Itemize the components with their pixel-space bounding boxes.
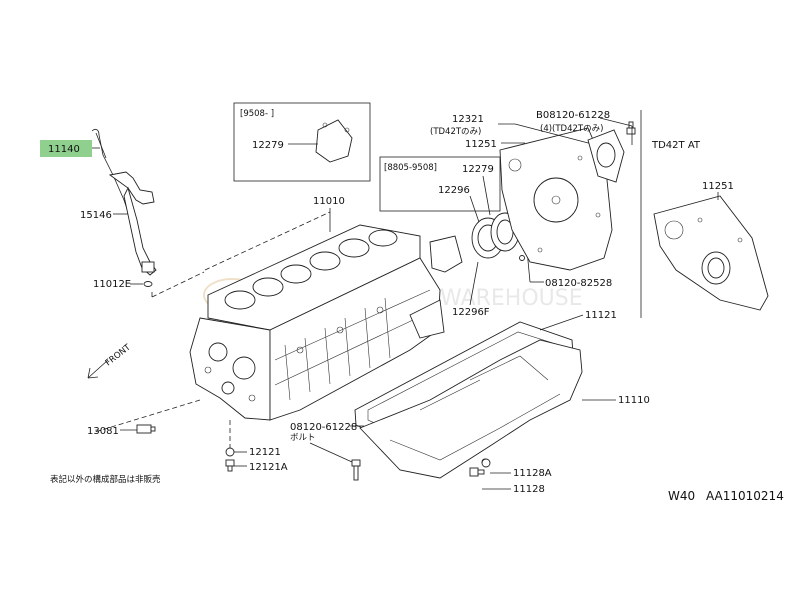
diagram-code: AA11010214 xyxy=(706,489,784,503)
not-sold-note: 表記以外の構成部品は非販売 xyxy=(50,474,161,485)
label-11121[interactable]: 11121 xyxy=(585,310,617,321)
label-12296[interactable]: 12296 xyxy=(438,185,470,196)
oring-11012e xyxy=(143,281,153,287)
bolt-13081 xyxy=(136,424,156,434)
rear-plate-center xyxy=(499,127,613,271)
front-label: FRONT xyxy=(104,342,134,368)
bolt-12121-group xyxy=(225,447,235,472)
page-code: W40 xyxy=(668,489,695,503)
front-arrow: FRONT xyxy=(87,342,134,379)
label-12279-mid[interactable]: 12279 xyxy=(462,164,494,175)
label-11012e[interactable]: 11012E xyxy=(93,279,131,290)
td42t-only-note: (TD42Tのみ) xyxy=(430,127,481,137)
inset-box-9508: [9508- ] xyxy=(233,102,371,182)
date-range-8805: [8805-9508] xyxy=(384,163,437,173)
label-12296f[interactable]: 12296F xyxy=(452,307,490,318)
label-15146[interactable]: 15146 xyxy=(80,210,112,221)
label-bolt-08120-61228-top[interactable]: B08120-61228 xyxy=(536,110,610,121)
label-12121[interactable]: 12121 xyxy=(249,447,281,458)
label-11251-mid[interactable]: 11251 xyxy=(465,139,497,150)
drain-plug-group xyxy=(469,458,491,477)
label-bolt-08120-61228-bottom[interactable]: 08120-61228 xyxy=(290,422,357,433)
rear-seal-assembly xyxy=(429,212,531,273)
label-12279-top[interactable]: 12279 xyxy=(252,140,284,151)
bolt-qty-note: (4)(TD42Tのみ) xyxy=(540,124,603,134)
watermark-text: WAREHOUSE xyxy=(440,286,583,311)
rear-plate-td42t-at xyxy=(653,195,769,311)
label-11251-right[interactable]: 11251 xyxy=(702,181,734,192)
cylinder-block xyxy=(189,224,445,421)
label-bolt-08120-82528[interactable]: 08120-82528 xyxy=(545,278,612,289)
label-11010[interactable]: 11010 xyxy=(313,196,345,207)
label-11128a[interactable]: 11128A xyxy=(513,468,552,479)
label-11140[interactable]: 11140 xyxy=(48,144,80,155)
highlight-11140 xyxy=(40,140,92,157)
td42t-at-label: TD42T AT xyxy=(651,140,701,151)
inset-box-8805-9508: [8805-9508] xyxy=(379,156,501,212)
label-12121a[interactable]: 12121A xyxy=(249,462,288,473)
date-range-9508: [9508- ] xyxy=(240,109,274,119)
label-11110[interactable]: 11110 xyxy=(618,395,650,406)
label-11128[interactable]: 11128 xyxy=(513,484,545,495)
bolt-word: ボルト xyxy=(290,433,316,443)
dipstick-assembly xyxy=(91,128,157,287)
label-13081[interactable]: 13081 xyxy=(87,426,119,437)
label-12321[interactable]: 12321 xyxy=(452,114,484,125)
seal-plate-td42t xyxy=(587,121,636,183)
oil-pan-bolt xyxy=(351,459,361,481)
